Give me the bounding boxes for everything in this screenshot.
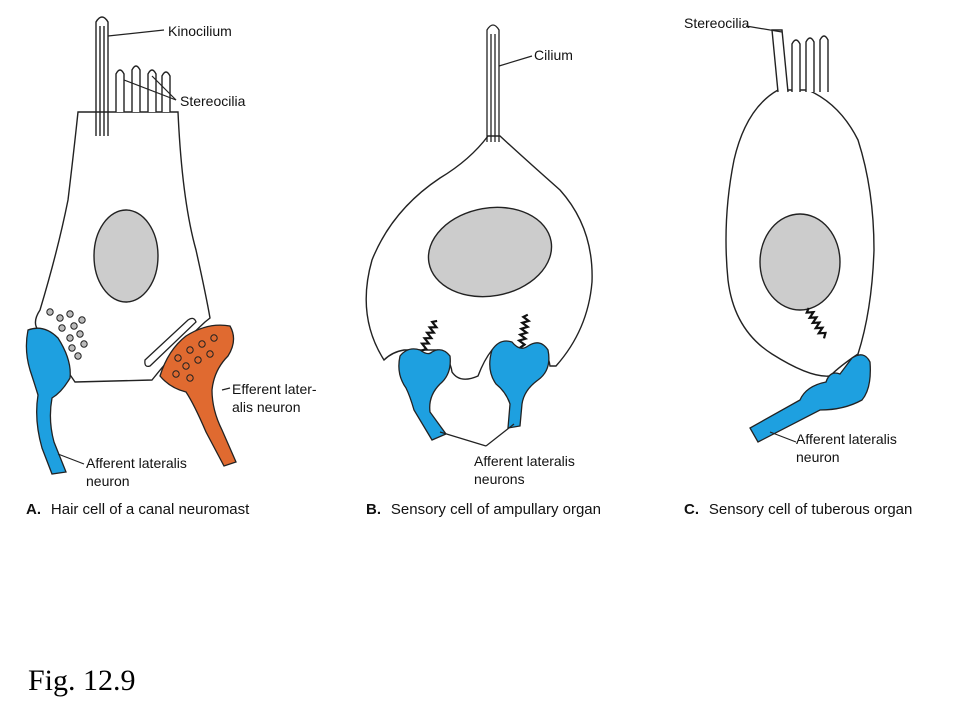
caption-c: C. Sensory cell of tuberous organ — [684, 501, 912, 518]
vesicles-efferent — [172, 334, 218, 382]
label-afferent-a-1: Afferent lateralis — [86, 455, 187, 471]
caption-b: B. Sensory cell of ampullary organ — [366, 501, 601, 518]
label-cilium: Cilium — [534, 47, 573, 63]
caption-a-letter: A. — [26, 501, 41, 518]
leaders-a — [57, 29, 231, 465]
caption-c-letter: C. — [684, 501, 699, 518]
label-afferent-b-1: Afferent lateralis — [474, 453, 575, 469]
synaptic-ribbon-b-left — [419, 319, 439, 352]
caption-a-text: Hair cell of a canal neuromast — [51, 501, 250, 518]
figure-number-label: Fig. 12.9 — [28, 664, 136, 697]
caption-b-letter: B. — [366, 501, 381, 518]
synaptic-cisterna — [144, 317, 197, 368]
afferent-neuron-c — [749, 354, 871, 443]
cilium-shape — [486, 24, 500, 142]
panel-a: Kinocilium Stereocilia Efferent later- a… — [25, 16, 317, 518]
stereocilia-group-a — [115, 65, 171, 112]
label-afferent-a-2: neuron — [86, 473, 130, 489]
leaders-c — [745, 25, 797, 443]
leaders-b — [439, 55, 533, 447]
caption-c-text: Sensory cell of tuberous organ — [709, 501, 912, 518]
label-afferent-c-1: Afferent lateralis — [796, 431, 897, 447]
nucleus-b — [427, 206, 553, 298]
kinocilium-shape — [95, 16, 109, 136]
label-afferent-b-2: neurons — [474, 471, 525, 487]
label-efferent-1: Efferent later- — [232, 381, 317, 397]
afferent-neuron-a — [25, 327, 71, 475]
stereocilia-group-c — [771, 29, 829, 93]
label-efferent-2: alis neuron — [232, 399, 301, 415]
panel-b: Cilium Afferent lateralis neurons B. Sen… — [365, 24, 601, 518]
panel-c: Stereocilia Afferent lateralis neuron C.… — [684, 15, 912, 518]
label-stereocilia-c: Stereocilia — [684, 15, 750, 31]
synaptic-ribbon-c — [805, 307, 827, 339]
nucleus-c — [759, 213, 841, 311]
label-stereocilia-a: Stereocilia — [180, 93, 246, 109]
label-afferent-c-2: neuron — [796, 449, 840, 465]
nucleus-a — [93, 209, 159, 303]
vesicles-a — [46, 308, 88, 360]
caption-b-text: Sensory cell of ampullary organ — [391, 501, 601, 518]
label-kinocilium: Kinocilium — [168, 23, 232, 39]
synaptic-ribbon-b-right — [516, 313, 532, 349]
afferent-neuron-b-right — [489, 340, 550, 429]
caption-a: A. Hair cell of a canal neuromast — [26, 501, 250, 518]
afferent-neuron-b-left — [398, 348, 451, 441]
